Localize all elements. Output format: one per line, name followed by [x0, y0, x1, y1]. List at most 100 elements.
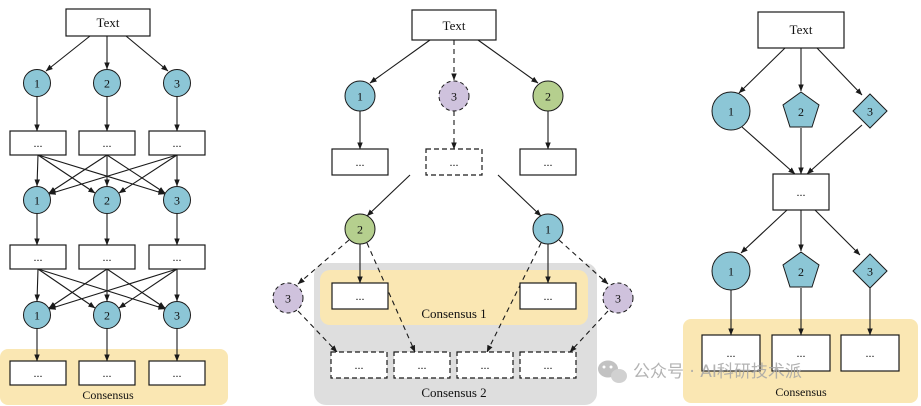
left-node-3c-label: 3	[174, 309, 180, 323]
left-node-2b-label: 2	[104, 194, 110, 208]
left-box-3c-label: ...	[173, 366, 182, 380]
left-node-1b-label: 1	[34, 194, 40, 208]
left-box-1a-label: ...	[34, 136, 43, 150]
left-node-1b	[23, 186, 51, 214]
middle-consensus1-box-right	[519, 282, 577, 310]
left-box-2b-label: ...	[103, 250, 112, 264]
middle-second-node-1	[532, 213, 564, 245]
left-box-3c	[148, 360, 206, 386]
middle-consensus2-box-4	[519, 351, 577, 379]
left-box-3b-label: ...	[173, 250, 182, 264]
edge-arrow-44	[297, 310, 338, 353]
edge-arrow-25	[118, 268, 178, 309]
middle-box-3-dashed-label: ...	[450, 155, 459, 169]
left-box-1c-label: ...	[34, 366, 43, 380]
left-box-3b	[148, 244, 206, 270]
middle-box-3-dashed	[425, 148, 483, 176]
edge-arrow-20	[37, 268, 166, 310]
middle-node-1	[344, 80, 376, 112]
left-node-1a	[23, 69, 51, 97]
middle-node-1-label: 1	[357, 90, 363, 104]
middle-side-node-left-label: 3	[285, 292, 291, 306]
left-text-label: Text	[97, 15, 120, 30]
left-box-2c	[78, 360, 136, 386]
middle-consensus1-box-left-label: ...	[356, 289, 365, 303]
edge-arrow-11	[106, 154, 166, 194]
middle-side-node-right	[602, 282, 634, 314]
left-box-1c	[9, 360, 67, 386]
left-box-2a	[78, 130, 136, 156]
middle-box-2	[519, 148, 577, 176]
edge-arrow-0	[45, 35, 91, 72]
middle-consensus2-box-3	[456, 351, 514, 379]
edge-arrow-45	[569, 310, 609, 353]
right-node-pentagon-bottom	[782, 251, 820, 288]
left-node-2a-label: 2	[104, 77, 110, 91]
right-merge-box-label: ...	[797, 185, 806, 199]
left-box-1a	[9, 130, 67, 156]
middle-panel: Text 1 3 2 ... ... ... 2 1 3 3 ... ... C…	[272, 9, 634, 400]
middle-node-2	[532, 80, 564, 112]
left-text-box	[65, 8, 151, 37]
middle-side-node-right-label: 3	[615, 292, 621, 306]
left-node-3c	[163, 301, 191, 329]
edge-arrow-54	[814, 209, 861, 256]
consensus-2-label: Consensus 2	[421, 385, 486, 400]
edge-arrow-21	[48, 268, 108, 309]
edge-arrow-46	[738, 47, 786, 94]
edge-arrow-37	[497, 174, 542, 217]
middle-consensus2-box-3-label: ...	[481, 358, 490, 372]
edge-arrow-12	[48, 154, 178, 195]
middle-side-node-left	[272, 282, 304, 314]
middle-text-label: Text	[443, 18, 466, 33]
edge-arrow-52	[740, 209, 788, 254]
edge-arrow-49	[741, 126, 796, 175]
edge-arrow-42	[366, 242, 416, 353]
middle-consensus2-box-1-label: ...	[355, 358, 364, 372]
middle-consensus2-box-2-label: ...	[418, 358, 427, 372]
left-node-3a-label: 3	[174, 77, 180, 91]
edge-arrow-13	[118, 154, 178, 194]
edge-arrow-6	[34, 154, 41, 187]
right-node-diamond-top-label: 3	[867, 105, 873, 119]
edge-arrow-48	[816, 47, 863, 96]
middle-second-node-1-label: 1	[545, 223, 551, 237]
left-box-2c-label: ...	[103, 366, 112, 380]
middle-node-3-dashed-label: 3	[451, 90, 457, 104]
middle-consensus2-box-2	[393, 351, 451, 379]
middle-node-2-label: 2	[545, 90, 551, 104]
left-panel: Text 1 2 3 ... ... ... 1 2 3 ... ... ...…	[9, 8, 206, 402]
left-node-2c-label: 2	[104, 309, 110, 323]
left-box-1b-label: ...	[34, 250, 43, 264]
middle-consensus2-box-4-label: ...	[544, 358, 553, 372]
right-node-circle-top	[711, 91, 751, 131]
left-node-1c	[23, 301, 51, 329]
left-consensus-label: Consensus	[82, 388, 134, 402]
consensus-1-label: Consensus 1	[421, 306, 486, 321]
middle-consensus1-box-left	[331, 282, 389, 310]
wechat-icon	[598, 360, 627, 383]
watermark-text: 公众号 · AI科研技术派	[633, 362, 802, 382]
right-panel: Text 1 2 3 ... 1 2 3 ... ... ... Consens…	[701, 11, 900, 399]
right-output-box-1	[701, 334, 761, 372]
edge-arrow-43	[486, 242, 542, 353]
edge-arrow-36	[366, 174, 411, 217]
edge-arrow-9	[48, 154, 108, 194]
right-node-pentagon-bottom-label: 2	[798, 265, 804, 279]
right-output-box-3-label: ...	[866, 346, 875, 360]
middle-consensus1-box-right-label: ...	[544, 289, 553, 303]
right-output-box-3	[840, 334, 900, 372]
left-node-2b	[93, 186, 121, 214]
middle-box-1-label: ...	[356, 155, 365, 169]
right-output-box-2-label: ...	[797, 346, 806, 360]
left-node-1c-label: 1	[34, 309, 40, 323]
edge-arrow-51	[806, 124, 863, 175]
right-node-pentagon-top-label: 2	[798, 105, 804, 119]
edge-arrow-41	[558, 239, 609, 285]
left-box-1b	[9, 244, 67, 270]
edge-arrow-19	[37, 268, 96, 309]
edge-arrow-8	[37, 154, 166, 195]
edge-arrow-7	[37, 154, 96, 194]
edge-arrow-23	[106, 268, 166, 309]
